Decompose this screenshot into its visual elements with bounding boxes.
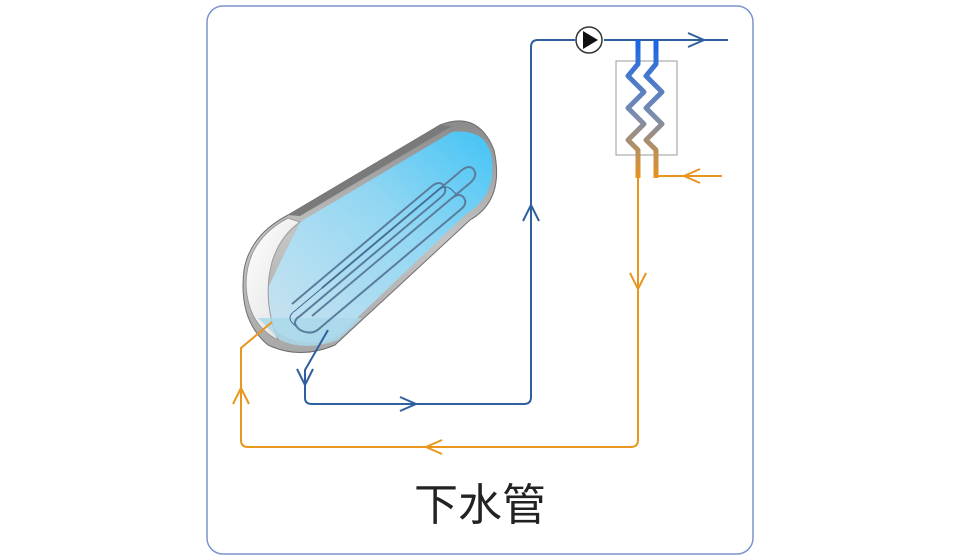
tank-coil-outline — [289, 186, 457, 327]
arrow-right-icon — [687, 32, 707, 48]
arrow-up-icon — [232, 385, 250, 405]
arrow-right-icon — [399, 396, 419, 412]
tank-open-end — [245, 217, 302, 342]
storage-tank — [242, 120, 498, 353]
tank-coil — [291, 166, 477, 334]
diagram-caption: 下水管 — [414, 480, 546, 531]
arrow-up-icon — [522, 202, 540, 222]
cold-return-line — [304, 39, 575, 405]
pump-icon — [575, 26, 603, 54]
arrow-left-icon — [681, 168, 701, 184]
heat-exchanger-icon — [615, 40, 678, 178]
arrow-down-icon — [629, 272, 647, 292]
arrow-left-icon — [423, 439, 443, 455]
warm-loop-line — [240, 178, 639, 448]
tank-top-edge — [288, 125, 452, 216]
arrow-down-icon — [296, 368, 314, 388]
